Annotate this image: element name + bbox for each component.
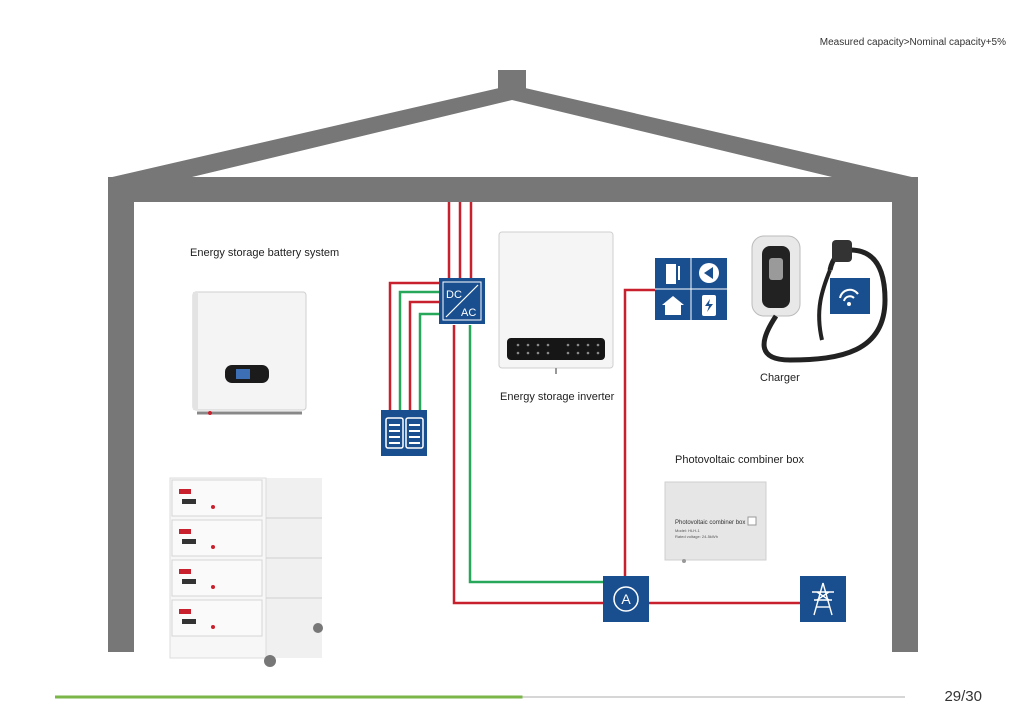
wire-bat-4 (418, 312, 440, 412)
home-icon (662, 296, 684, 315)
chimney (498, 70, 526, 90)
transmission-tower-icon (812, 582, 834, 616)
pv-combiner-box: Photovoltaic combiner box Model: HLH-1 R… (664, 481, 767, 563)
grid-tower-tile (800, 576, 846, 622)
pv-plate-line2: Rated voltage: 24-5kWh (675, 534, 718, 539)
fuel-pump-icon (666, 264, 680, 284)
wire-bat-2 (398, 290, 440, 412)
wire-bat-1 (388, 281, 440, 412)
house-frame (108, 70, 918, 652)
converter-ac-label: AC (461, 307, 476, 319)
pv-plate-line1: Model: HLH-1 (675, 528, 700, 533)
capacity-note: Measured capacity>Nominal capacity+5% (819, 37, 1006, 48)
battery-icon-right (405, 417, 424, 449)
pv-box-label: Photovoltaic combiner box (675, 454, 805, 466)
wire-dc-green (468, 325, 604, 584)
battery-system-label: Energy storage battery system (190, 247, 340, 259)
wire-meter-home (623, 288, 656, 576)
ceiling-beam (108, 177, 916, 202)
wifi-icon (839, 288, 859, 302)
roof-left (108, 85, 512, 194)
wire-bat-3 (408, 300, 440, 412)
wall-battery-unit (192, 291, 307, 415)
pv-plate-title: Photovoltaic combiner box (675, 520, 745, 526)
wifi-charger-tile (830, 278, 870, 314)
converter-dc-label: DC (446, 289, 462, 301)
wires (388, 202, 802, 605)
ammeter-tile: A (603, 576, 649, 622)
energy-hub-tile (655, 258, 727, 320)
ammeter-symbol: A (621, 591, 631, 607)
roof-right (512, 85, 916, 194)
battery-stack (169, 477, 323, 667)
inverter-label: Energy storage inverter (500, 391, 615, 403)
inverter-unit (498, 231, 614, 374)
wire-dc-red (452, 325, 604, 605)
arrow-left-icon (699, 263, 719, 283)
charger-label: Charger (760, 372, 800, 384)
dc-ac-converter: DC AC (439, 278, 485, 324)
left-wall (108, 177, 134, 652)
ev-charger (751, 235, 888, 363)
battery-icon-left (385, 417, 404, 449)
smartphone-icon (702, 295, 716, 316)
page-number: 29/30 (944, 688, 982, 705)
battery-tile (381, 410, 427, 456)
right-wall (892, 177, 918, 652)
